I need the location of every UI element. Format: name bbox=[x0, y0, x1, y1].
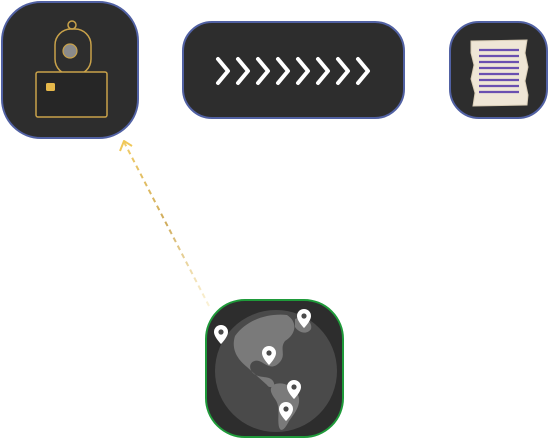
map-pins bbox=[214, 309, 311, 421]
connector-arrowhead bbox=[119, 140, 133, 152]
map-pin-icon bbox=[287, 380, 301, 399]
chevron bbox=[216, 57, 230, 85]
chevron bbox=[356, 57, 370, 85]
map-pin-icon bbox=[214, 325, 228, 344]
lock-tile[interactable] bbox=[1, 1, 139, 139]
globe-pins-icon bbox=[214, 309, 337, 432]
chevron bbox=[296, 57, 310, 85]
chevron bbox=[336, 57, 350, 85]
map-pin-icon bbox=[262, 346, 276, 365]
document-tile[interactable] bbox=[449, 21, 548, 119]
chevron bbox=[236, 57, 250, 85]
chevron bbox=[256, 57, 270, 85]
chevrons-right-icon bbox=[216, 57, 370, 85]
map-pin-icon bbox=[279, 402, 293, 421]
map-pin-icon bbox=[297, 309, 311, 328]
chevron bbox=[276, 57, 290, 85]
connector-line bbox=[123, 141, 210, 307]
arrows-tile[interactable] bbox=[182, 21, 405, 119]
document-lines-icon bbox=[470, 39, 529, 107]
chevron bbox=[316, 57, 330, 85]
globe-tile[interactable] bbox=[205, 299, 344, 438]
lock-card-icon bbox=[35, 20, 108, 118]
